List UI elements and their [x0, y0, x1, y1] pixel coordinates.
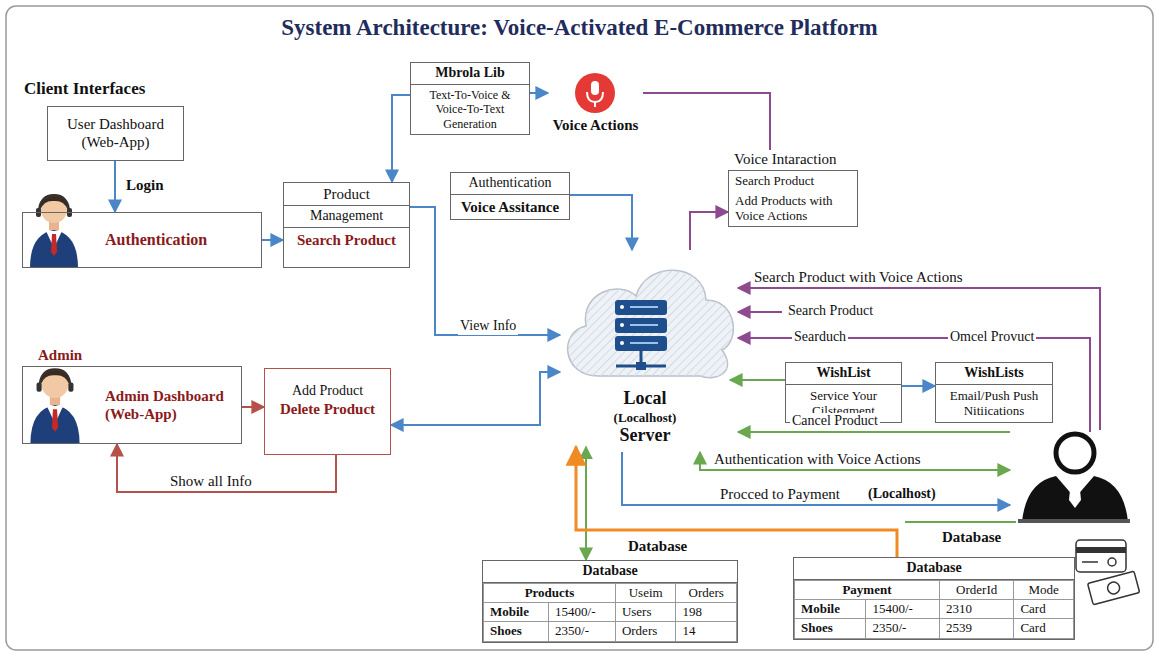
process-box: WishListsEmail/Push Push Nitiications	[935, 362, 1053, 423]
table-cell: 14	[676, 622, 737, 641]
process-box: AdminAdmin Dashboard (Web-App)	[22, 346, 242, 444]
box-heading: Voice Intaraction	[728, 150, 858, 170]
box-text: (Localhost)	[560, 410, 730, 426]
icon-node: Local(Localhost)Server	[560, 250, 730, 447]
process-box: AuthenticationVoice Assitance	[450, 172, 570, 220]
flow-arrow	[410, 207, 560, 335]
box-header: Database	[794, 558, 1074, 580]
box-text: Search Product	[729, 171, 857, 191]
flow-label: Searduch	[792, 329, 848, 346]
box-header: WishLists	[936, 363, 1052, 385]
table-cell: Card	[1014, 600, 1074, 619]
table-cell: Useim	[615, 583, 676, 602]
box-text: Voice Actions	[548, 116, 643, 134]
edge-label: Show all Info	[168, 472, 254, 490]
edge-label: View Info	[458, 318, 518, 335]
box-text: Add Product	[269, 383, 386, 400]
table-cell: Mobile	[795, 600, 866, 619]
table-cell: Users	[615, 603, 676, 622]
data-table: ProductsUseimOrdersMobile15400/-Users198…	[483, 583, 737, 642]
flow-label: Cancel Product	[790, 413, 880, 430]
table-cell: Shoes	[484, 622, 549, 641]
table-cell: 2350/-	[866, 619, 939, 638]
box-text: Add Products with Voice Actions	[729, 191, 857, 226]
database-table: DatabaseProductsUseimOrdersMobile15400/-…	[482, 560, 738, 643]
box-header: Mbrola Lib	[411, 63, 529, 85]
box-text: Delete Product	[269, 400, 386, 418]
table-cell: Orders	[676, 583, 737, 602]
box-text: User Dashboard (Web-App)	[54, 115, 177, 151]
flow-label: (Localhost)	[866, 486, 938, 503]
box-header: Database	[483, 561, 737, 583]
flow-arrow	[117, 444, 336, 492]
customer-figure	[1018, 434, 1130, 523]
section-heading: Client Interfaces	[22, 79, 147, 99]
table-cell: OrderId	[939, 580, 1013, 599]
diagram-title: System Architecture: Voice-Activated E-C…	[0, 14, 1159, 42]
flow-arrow	[262, 239, 283, 241]
box-text: Admin Dashboard (Web-App)	[105, 387, 237, 423]
box-text: Authentication	[105, 230, 257, 249]
flow-arrow	[530, 92, 548, 94]
process-box: ProductManagementSearch Product	[283, 182, 410, 268]
flow-label: Authentication with Voice Actions	[712, 450, 923, 468]
box-header: Authentication	[451, 173, 569, 195]
edge-label: Login	[124, 176, 166, 194]
database-table: DatabasePaymentOrderIdModeMobile15400/-2…	[793, 557, 1075, 640]
table-cell: Mode	[1014, 580, 1074, 599]
flow-arrow	[242, 406, 264, 408]
flow-arrow	[391, 372, 560, 425]
flow-arrow	[643, 93, 770, 150]
box-text: Search Product	[284, 228, 409, 252]
process-box: Voice IntaractionSearch ProductAdd Produ…	[728, 150, 858, 227]
process-box: Authentication	[22, 212, 262, 268]
outer-frame	[6, 6, 1153, 650]
payment-card-symbol	[1076, 540, 1140, 605]
box-text: Server	[560, 425, 730, 447]
data-table: PaymentOrderIdModeMobile15400/-2310CardS…	[794, 580, 1074, 639]
flow-label: Omcel Provuct	[948, 329, 1036, 346]
flow-label: Database	[940, 528, 1003, 546]
table-cell: Orders	[615, 622, 676, 641]
table-cell: Products	[484, 583, 616, 602]
box-header: Product	[284, 183, 409, 206]
box-text: Local	[560, 388, 730, 410]
flow-arrow	[690, 212, 728, 250]
box-header: Management	[284, 206, 409, 228]
process-box: Mbrola LibText-To-Voice & Voice-To-Text …	[410, 62, 530, 135]
flow-arrow	[902, 385, 935, 387]
flow-arrow	[730, 379, 785, 381]
table-cell: Card	[1014, 619, 1074, 638]
flow-arrow	[585, 447, 587, 560]
flow-label: Search Product with Voice Actions	[752, 268, 965, 286]
flow-label: Procced to Payment	[718, 485, 842, 503]
process-box: Add ProductDelete Product	[264, 368, 391, 455]
flow-arrow	[114, 161, 116, 212]
table-cell: 2350/-	[549, 622, 616, 641]
table-cell: Mobile	[484, 603, 549, 622]
box-text: Email/Push Push Nitiications	[936, 385, 1052, 422]
cloud-server-symbol	[568, 270, 734, 378]
user-avatar	[30, 194, 78, 268]
box-header: WishList	[786, 363, 901, 385]
table-cell: 15400/-	[549, 603, 616, 622]
admin-avatar	[30, 368, 79, 444]
flow-arrow	[570, 195, 632, 250]
flow-label: Search Product	[786, 303, 875, 320]
box-heading: Admin	[22, 346, 242, 366]
box-text: Text-To-Voice & Voice-To-Text Generation	[411, 85, 529, 134]
mic-symbol	[575, 73, 615, 113]
icon-node: Voice Actions	[548, 70, 643, 134]
table-cell: Payment	[795, 580, 940, 599]
customer-action-lines	[622, 288, 1100, 522]
process-box: User Dashboard (Web-App)	[47, 106, 184, 161]
box-text: Voice Assitance	[451, 195, 569, 219]
table-cell: 2310	[939, 600, 1013, 619]
table-cell: Shoes	[795, 619, 866, 638]
table-cell: 2539	[939, 619, 1013, 638]
flow-arrow	[392, 95, 410, 182]
table-cell: 198	[676, 603, 737, 622]
edge-label: Database	[626, 537, 689, 555]
table-cell: 15400/-	[866, 600, 939, 619]
